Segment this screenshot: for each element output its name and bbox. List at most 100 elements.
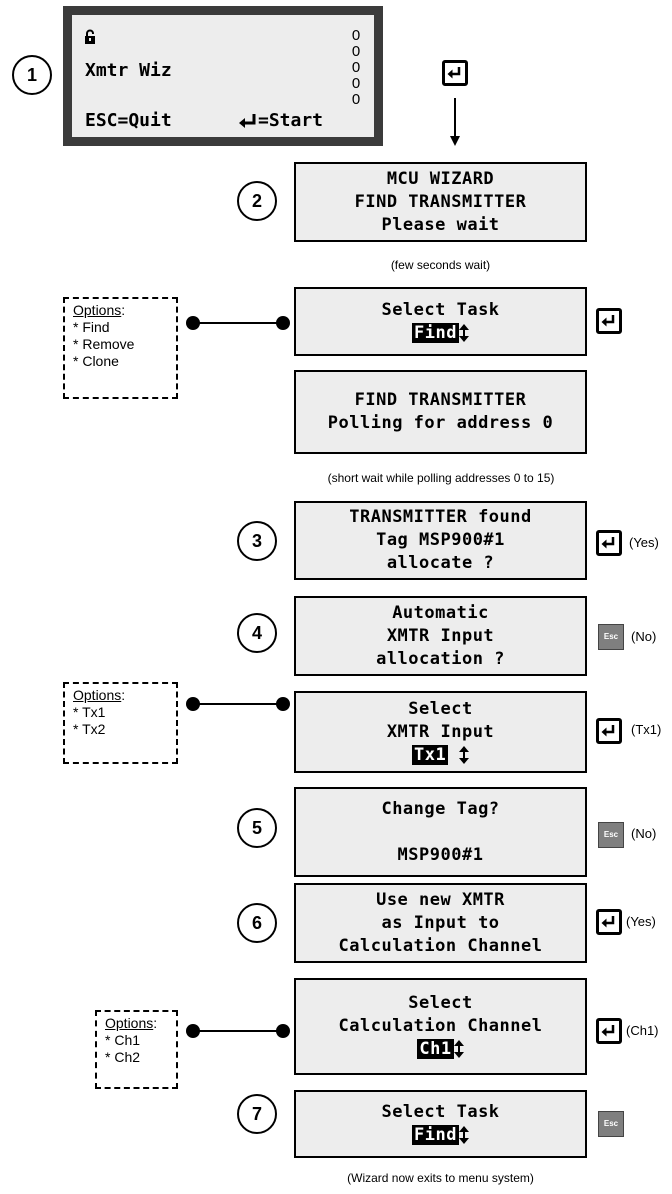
screen-line: XMTR Input bbox=[386, 625, 495, 646]
options-input-box: Options: * Tx1 * Tx2 bbox=[63, 682, 178, 764]
screen-value-line: Find bbox=[296, 1124, 585, 1147]
screen-line: TRANSMITTER found bbox=[349, 507, 532, 527]
screen-line: FIND TRANSMITTER bbox=[354, 191, 527, 212]
enter-key-button[interactable] bbox=[596, 1018, 622, 1044]
screen-select-task-final: Select Task Find bbox=[294, 1090, 587, 1158]
key-label-tx1: (Tx1) bbox=[631, 722, 662, 737]
led-indicator: 0 bbox=[351, 75, 361, 92]
option-item: * Find bbox=[73, 319, 110, 335]
screen-line: MCU WIZARD bbox=[386, 168, 495, 189]
enter-key-button[interactable] bbox=[442, 60, 468, 86]
screen-line: Tag MSP900#1 bbox=[376, 530, 505, 550]
enter-icon bbox=[601, 1025, 615, 1037]
device-start-text: =Start bbox=[258, 110, 324, 131]
screen-change-tag: Change Tag? MSP900#1 bbox=[294, 787, 587, 877]
screen-line: Select Task bbox=[381, 1102, 500, 1122]
options-title: Options bbox=[73, 302, 122, 318]
led-indicator: 0 bbox=[351, 43, 361, 60]
key-label-no: (No) bbox=[631, 826, 657, 841]
enter-icon bbox=[447, 67, 461, 79]
screen-line: Calculation Channel bbox=[338, 1016, 543, 1036]
selected-value[interactable]: Tx1 bbox=[412, 744, 449, 765]
screen-line: allocate ? bbox=[386, 553, 495, 573]
connector-dot bbox=[276, 316, 290, 330]
screen-automatic-allocation: Automatic XMTR Input allocation ? bbox=[294, 596, 587, 676]
key-label-ch1: (Ch1) bbox=[626, 1023, 659, 1038]
caption-polling-wait: (short wait while polling addresses 0 to… bbox=[327, 471, 555, 485]
esc-key-button[interactable]: Esc bbox=[598, 822, 624, 848]
screen-line bbox=[296, 821, 585, 844]
selected-value[interactable]: Find bbox=[412, 1125, 459, 1145]
options-title-row: Options: bbox=[73, 687, 126, 703]
up-down-icon[interactable] bbox=[453, 1040, 464, 1058]
screen-use-new-xmtr: Use new XMTR as Input to Calculation Cha… bbox=[294, 883, 587, 963]
key-label-no: (No) bbox=[631, 629, 657, 644]
lock-icon bbox=[85, 29, 95, 44]
enter-icon bbox=[601, 537, 615, 549]
up-down-icon[interactable] bbox=[458, 745, 469, 764]
screen-line: Change Tag? bbox=[381, 798, 500, 819]
option-item: * Tx2 bbox=[73, 721, 106, 737]
options-title-row: Options: bbox=[105, 1015, 158, 1031]
device-screen: Xmtr Wiz ESC=Quit =Start 0 0 0 0 0 bbox=[72, 15, 374, 137]
options-task-box: Options: * Find * Remove * Clone bbox=[63, 297, 178, 399]
screen-line: Calculation Channel bbox=[338, 935, 543, 956]
enter-key-button[interactable] bbox=[596, 308, 622, 334]
step-7-circle: 7 bbox=[237, 1094, 277, 1134]
esc-key-button[interactable]: Esc bbox=[598, 624, 624, 650]
led-column: 0 0 0 0 0 bbox=[349, 28, 363, 108]
step-1-circle: 1 bbox=[12, 55, 52, 95]
screen-select-xmtr-input: Select XMTR Input Tx1 bbox=[294, 691, 587, 773]
up-down-icon[interactable] bbox=[458, 1126, 469, 1144]
options-title: Options bbox=[73, 687, 122, 703]
screen-polling: FIND TRANSMITTER Polling for address 0 bbox=[294, 370, 587, 454]
step-5-circle: 5 bbox=[237, 808, 277, 848]
screen-value-line: Find bbox=[296, 322, 585, 345]
enter-icon bbox=[601, 916, 615, 928]
option-item: * Clone bbox=[73, 353, 119, 369]
led-indicator: 0 bbox=[351, 59, 361, 76]
step-4-circle: 4 bbox=[237, 613, 277, 653]
option-item: * Remove bbox=[73, 336, 135, 352]
step-2-circle: 2 bbox=[237, 181, 277, 221]
caption-few-seconds: (few seconds wait) bbox=[390, 258, 491, 272]
options-title: Options bbox=[105, 1015, 154, 1031]
options-channel-box: Options: * Ch1 * Ch2 bbox=[95, 1010, 178, 1089]
device-display: Xmtr Wiz ESC=Quit =Start 0 0 0 0 0 bbox=[63, 6, 383, 146]
enter-key-button[interactable] bbox=[596, 530, 622, 556]
esc-key-button[interactable]: Esc bbox=[598, 1111, 624, 1137]
options-title-row: Options: bbox=[73, 302, 126, 318]
enter-icon bbox=[601, 725, 615, 737]
screen-line: Automatic bbox=[392, 602, 489, 623]
screen-select-calculation-channel: Select Calculation Channel Ch1 bbox=[294, 978, 587, 1075]
screen-line: allocation ? bbox=[376, 648, 505, 669]
key-label-yes: (Yes) bbox=[629, 535, 659, 550]
up-down-icon[interactable] bbox=[458, 323, 469, 342]
selected-value[interactable]: Find bbox=[412, 322, 459, 343]
enter-key-button[interactable] bbox=[596, 718, 622, 744]
option-item: * Ch1 bbox=[105, 1032, 141, 1048]
connector-dot bbox=[276, 697, 290, 711]
screen-line: Select bbox=[408, 993, 473, 1013]
screen-transmitter-found: TRANSMITTER found Tag MSP900#1 allocate … bbox=[294, 501, 587, 580]
connector-line bbox=[193, 703, 285, 705]
screen-value-line: Ch1 bbox=[296, 1038, 585, 1061]
screen-line: Use new XMTR bbox=[376, 889, 505, 910]
key-label-yes: (Yes) bbox=[626, 914, 656, 929]
step-3-circle: 3 bbox=[237, 521, 277, 561]
enter-key-button[interactable] bbox=[596, 909, 622, 935]
connector-line bbox=[193, 322, 285, 324]
screen-select-task: Select Task Find bbox=[294, 287, 587, 356]
screen-line: as Input to bbox=[381, 912, 500, 933]
enter-icon bbox=[601, 315, 615, 327]
screen-line: Polling for address 0 bbox=[327, 413, 554, 433]
option-item: * Tx1 bbox=[73, 704, 106, 720]
option-item: * Ch2 bbox=[105, 1049, 141, 1065]
screen-line: XMTR Input bbox=[386, 721, 495, 742]
screen-mcu-wizard: MCU WIZARD FIND TRANSMITTER Please wait bbox=[294, 162, 587, 242]
enter-arrow-icon bbox=[239, 114, 256, 128]
led-indicator: 0 bbox=[351, 91, 361, 108]
selected-value[interactable]: Ch1 bbox=[417, 1039, 454, 1059]
screen-line: Please wait bbox=[381, 214, 500, 235]
screen-line: MSP900#1 bbox=[397, 844, 484, 865]
